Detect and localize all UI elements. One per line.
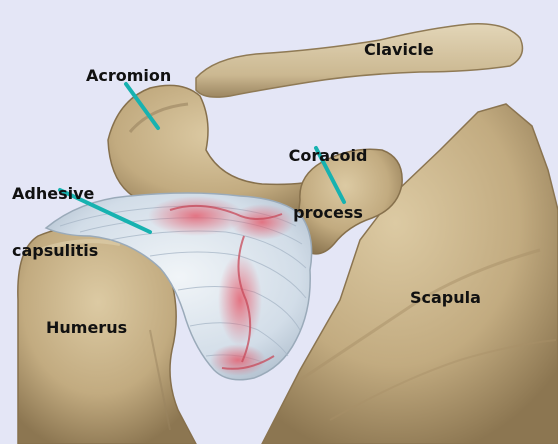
- adhesive-label-line2: capsulitis: [12, 241, 98, 260]
- coracoid-label-line1: Coracoid: [278, 146, 378, 165]
- coracoid-label-line2: process: [278, 203, 378, 222]
- scapula-label: Scapula: [410, 288, 481, 307]
- adhesive-capsulitis-label: Adhesive capsulitis: [12, 146, 98, 298]
- coracoid-process-label: Coracoid process: [278, 108, 378, 260]
- adhesive-label-line1: Adhesive: [12, 184, 98, 203]
- acromion-label: Acromion: [86, 66, 171, 85]
- clavicle-label: Clavicle: [364, 40, 434, 59]
- humerus-label: Humerus: [46, 318, 127, 337]
